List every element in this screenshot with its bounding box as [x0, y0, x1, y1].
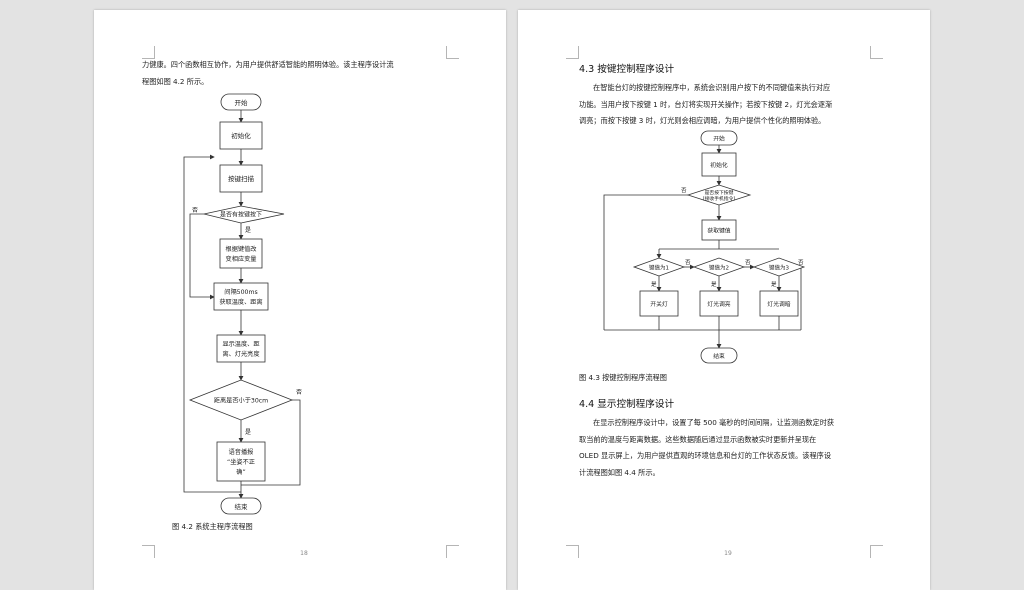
change-vars-line-1: 根据键值改 [226, 245, 257, 253]
end-label: 结束 [713, 352, 725, 360]
no-label: 否 [681, 187, 687, 194]
init-box [701, 152, 737, 177]
end-terminal [220, 497, 262, 515]
key-pressed-decision [686, 184, 752, 206]
figure-caption: 图 4.3 按键控制程序流程图 [579, 373, 667, 382]
main-flowchart: 开始 初始化 按键扫描 是否有按键按下 否 是 根据键值改 变相应变量 间隔50… [183, 93, 302, 515]
text-line: 力健康。四个函数相互协作，为用户提供舒适智能的照明体验。该主程序设计流 [142, 60, 394, 69]
key-3-decision [752, 257, 806, 277]
dim-box [759, 290, 799, 317]
voice-box [216, 441, 266, 482]
margin-mark-bottom-right [446, 545, 459, 558]
yes-label: 是 [245, 227, 251, 234]
page-number: 18 [300, 550, 308, 557]
text-line: 程图如图 4.2 所示。 [142, 76, 209, 86]
init-box [219, 121, 263, 150]
no-label: 否 [685, 259, 691, 266]
distance-decision [188, 379, 294, 421]
key-pressed-decision-line-2: (接收手机指令) [703, 195, 736, 202]
margin-mark-top-right [870, 46, 883, 59]
text-line: 在智能台灯的按键控制程序中，系统会识别用户按下的不同键值来执行对应 [593, 83, 831, 92]
key-scan-box [219, 164, 263, 193]
text-line: 调亮；而按下按键 3 时，灯光则会相应调暗，为用户提供个性化的照明体验。 [579, 116, 826, 125]
brighten-label: 灯光调亮 [707, 300, 730, 308]
key-control-paragraph: 在智能台灯的按键控制程序中，系统会识别用户按下的不同键值来执行对应 功能。当用户… [579, 80, 875, 130]
text-line: 取当前的温度与距离数据。这些数据随后通过显示函数被实时更新并呈现在 [579, 434, 817, 444]
change-vars-line-2: 变相应变量 [226, 255, 257, 263]
brighten-box [699, 290, 739, 317]
key-2-label: 键值为2 [709, 264, 729, 272]
display-control-paragraph: 在显示控制程序设计中，设置了每 500 毫秒的时间间隔，让监测函数定时获 取当前… [579, 415, 875, 481]
start-terminal [700, 130, 738, 146]
section-heading: 4.4 显示控制程序设计 [579, 399, 675, 410]
intro-paragraph: 力健康。四个函数相互协作，为用户提供舒适智能的照明体验。该主程序设计流 程图如图… [142, 57, 458, 90]
no-label: 否 [745, 259, 751, 266]
init-label: 初始化 [710, 161, 728, 169]
dim-label: 灯光调暗 [767, 300, 790, 308]
no-label: 否 [296, 389, 302, 396]
no-label: 否 [192, 207, 198, 214]
display-box [216, 334, 266, 363]
key-pressed-decision-line-1: 是否按下按键 [705, 189, 734, 196]
margin-mark-bottom-left [566, 545, 579, 558]
page-number: 19 [724, 550, 732, 557]
figure-caption: 图 4.2 系统主程序流程图 [172, 522, 253, 531]
key-control-flowchart: 开始 初始化 是否按下按键 (接收手机指令) 否 获取键值 键值为1 键值为2 … [603, 130, 806, 364]
key-scan-label: 按键扫描 [228, 174, 255, 183]
margin-mark-top-left [142, 46, 155, 59]
yes-label: 是 [651, 281, 657, 288]
interval-line-1: 间隔500ms [224, 288, 257, 296]
text-line: 功能。当用户按下按键 1 时，台灯将实现开关操作；若按下按键 2，灯光会逐渐 [579, 99, 833, 109]
key-1-label: 键值为1 [649, 264, 669, 272]
get-key-box [701, 219, 737, 241]
start-label: 开始 [713, 135, 725, 143]
change-vars-box [219, 238, 263, 269]
voice-line-3: 确” [236, 468, 245, 476]
margin-mark-bottom-right [870, 545, 883, 558]
init-label: 初始化 [231, 131, 251, 140]
key-pressed-decision [203, 205, 285, 224]
text-line: OLED 显示屏上，为用户提供直观的环境信息和台灯的工作状态反馈。该程序设 [579, 451, 832, 460]
toggle-light-box [639, 290, 679, 317]
voice-line-2: “坐姿不正 [227, 458, 255, 466]
end-terminal [700, 347, 738, 364]
margin-mark-bottom-left [142, 545, 155, 558]
section-heading: 4.3 按键控制程序设计 [579, 64, 675, 75]
text-line: 在显示控制程序设计中，设置了每 500 毫秒的时间间隔，让监测函数定时获 [593, 418, 835, 427]
key-1-decision [632, 257, 686, 277]
start-label: 开始 [235, 98, 249, 107]
margin-mark-top-right [446, 46, 459, 59]
end-label: 结束 [235, 502, 249, 511]
yes-label: 是 [711, 281, 717, 288]
key-pressed-decision-label: 是否有按键按下 [220, 211, 262, 219]
toggle-light-label: 开关灯 [650, 300, 668, 308]
no-label: 否 [798, 259, 804, 266]
document-page-right: 4.3 按键控制程序设计 在智能台灯的按键控制程序中，系统会识别用户按下的不同键… [518, 10, 930, 590]
start-terminal [220, 93, 262, 111]
distance-decision-label: 距离是否小于30cm [214, 397, 268, 405]
get-key-label: 获取键值 [707, 227, 730, 235]
display-line-2: 离、灯光亮度 [222, 350, 259, 358]
interval-box [213, 282, 269, 311]
interval-line-2: 获取温度、距离 [219, 298, 262, 306]
key-2-decision [692, 257, 746, 277]
text-line: 计流程图如图 4.4 所示。 [579, 467, 660, 477]
display-line-1: 显示温度、距 [222, 340, 259, 348]
document-page-left: 力健康。四个函数相互协作，为用户提供舒适智能的照明体验。该主程序设计流 程图如图… [94, 10, 506, 590]
key-3-label: 键值为3 [769, 264, 790, 272]
yes-label: 是 [245, 429, 251, 436]
yes-label: 是 [771, 281, 777, 288]
margin-mark-top-left [566, 46, 579, 59]
voice-line-1: 语音播报 [229, 448, 254, 456]
